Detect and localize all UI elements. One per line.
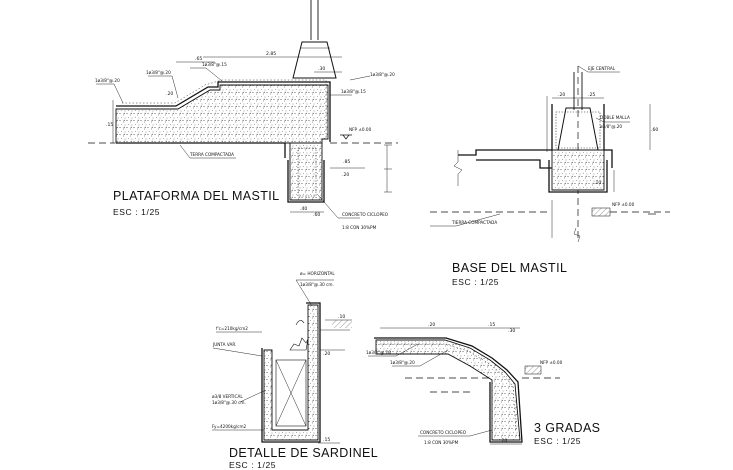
plataforma-title: PLATAFORMA DEL MASTIL: [113, 189, 280, 203]
sardinel-dim-c: .20: [323, 351, 330, 357]
gradas-rebar-2: 1ø3/8"@.20: [390, 360, 415, 365]
gradas-scale: ESC : 1/25: [534, 436, 582, 446]
dim-a-text: .65: [195, 56, 202, 62]
dim-f-text: .20: [166, 91, 173, 97]
base-scale: ESC : 1/25: [452, 277, 500, 287]
gradas-dim-d: .20: [500, 438, 507, 444]
sardinel-wall: [263, 304, 319, 441]
sardinel-title: DETALLE DE SARDINEL: [229, 446, 379, 460]
tres-gradas-detail: .20 .15 .30 1ø3/8"@.20 1ø3/8"@.20 NFP ±0…: [366, 322, 563, 445]
plataforma-nfp-label: NFP ±0.00: [349, 127, 372, 132]
gradas-dim-c: .30: [508, 328, 515, 334]
rebar-label-5: 1ø3/8"@.20: [370, 72, 395, 77]
base-del-mastil-detail: EJE CENTRAL .20 .25 .60 DOBLE MALLA ø3/8…: [430, 65, 670, 243]
sardinel-fy-label: Fy=4200kg/cm2: [212, 424, 247, 429]
base-doble-label: DOBLE MALLA: [600, 115, 630, 120]
base-terreno-label: TIERRA COMPACTADA: [451, 220, 497, 225]
plataforma-terreno-label: TERRA COMPACTADA: [189, 152, 234, 157]
base-eje-label: EJE CENTRAL: [588, 66, 616, 71]
gradas-title: 3 GRADAS: [534, 421, 601, 435]
plataforma-scale: ESC : 1/25: [113, 207, 161, 217]
rebar-label-2: 1ø3/8"@.20: [146, 70, 171, 75]
base-title: BASE DEL MASTIL: [452, 261, 568, 275]
base-dim-d: .10: [594, 180, 601, 186]
dim-c-text: .20: [342, 172, 349, 178]
plataforma-concreto-mix: 1:8 CON 30%PM: [342, 225, 377, 230]
sardinel-dim-b: .10: [338, 314, 345, 320]
sardinel-scale: ESC : 1/25: [229, 460, 277, 470]
sardinel-dim-a: .15: [323, 437, 330, 443]
rebar-label-3: 1ø3/8"@.15: [202, 62, 227, 67]
rebar-label-4: 1ø3/8"@.15: [341, 89, 366, 94]
sardinel-acero-rebar: 1ø3/8"@.30 cm.: [212, 400, 246, 405]
sardinel-ho-label: ø= HORIZONTAL: [300, 271, 335, 276]
rebar-label-1: 1ø3/8"@.20: [95, 78, 120, 83]
base-dim-c: .25: [588, 92, 595, 98]
dim-b-text: .85: [343, 159, 350, 165]
detalle-sardinel-detail: ø= HORIZONTAL 1ø3/8"@.30 cm. f'c=210kg/c…: [212, 271, 352, 444]
gradas-nfp-label: NFP ±0.00: [540, 360, 563, 365]
plataforma-concreto-label: CONCRETO CICLOPEO: [342, 212, 389, 217]
sardinel-fc-label: f'c=210kg/cm2: [216, 326, 248, 331]
sardinel-ho-rebar: 1ø3/8"@.30 cm.: [300, 282, 334, 287]
plataforma-del-mastil-detail: 2.85 .65 .30 NFP ±0.00 .85 .20 .40 .60: [88, 0, 398, 230]
dim-g-text: .60: [313, 212, 320, 218]
sardinel-junta-label: JUNTA VAR.: [212, 342, 236, 347]
plataforma-foundation-block: [289, 142, 323, 201]
mast-pedestal: [292, 41, 337, 79]
gradas-rebar-1: 1ø3/8"@.20: [366, 350, 391, 355]
plataforma-concrete-slab: [115, 84, 329, 144]
base-nfp-label: NFP ±0.00: [612, 202, 635, 207]
dim-top-text: 2.85: [266, 51, 276, 57]
gradas-concreto-mix: 1:8 CON 30%PM: [424, 440, 459, 445]
gradas-concrete-steps: [375, 339, 521, 441]
dim-h-text: .30: [318, 66, 325, 72]
base-dim-b: .60: [651, 127, 658, 133]
dim-e-text: .15: [106, 122, 113, 128]
gradas-dim-b: .15: [488, 322, 495, 328]
sardinel-acero-label: ø3/8 VERTICAL: [212, 394, 243, 399]
base-dim-a: .20: [558, 92, 565, 98]
dim-d-text: .40: [300, 206, 307, 212]
base-doble-rebar: ø3/8"@.20: [600, 124, 622, 129]
gradas-dim-a: .20: [428, 322, 435, 328]
gradas-concreto-label: CONCRETO CICLOPEO: [420, 430, 467, 435]
